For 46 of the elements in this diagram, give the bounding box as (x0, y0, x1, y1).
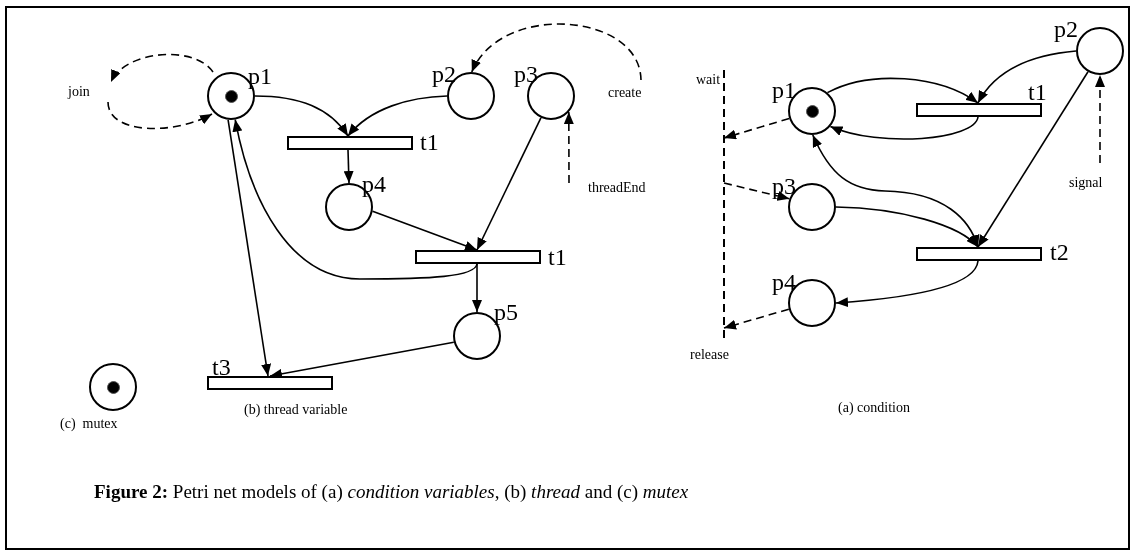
transition-label: t3 (212, 355, 231, 379)
event-label: threadEnd (588, 180, 646, 196)
panel-caption: (c) mutex (60, 416, 118, 432)
event-label: wait (696, 72, 721, 88)
event-label: create (608, 85, 642, 101)
arc-arrow (232, 118, 478, 280)
dashed-arrow (107, 101, 213, 130)
dashed-arrow (563, 111, 574, 184)
arc-arrow (371, 210, 478, 251)
arc-arrow (347, 95, 448, 137)
event-label: release (690, 347, 729, 363)
arc-arrow (835, 260, 979, 308)
dashed-arrow (471, 23, 642, 81)
arc-arrow (826, 77, 979, 104)
event-label: signal (1069, 175, 1103, 191)
arc-arrow (977, 50, 1077, 104)
place-label: p1 (772, 78, 796, 102)
figure-caption: Figure 2: Petri net models of (a) condition variables, (b) thread and (c) mutex (94, 481, 689, 503)
dashed-arrow (1095, 74, 1105, 164)
arc-arrow (227, 119, 272, 377)
place-label: p5 (494, 300, 518, 324)
place-label: p4 (772, 270, 796, 294)
arc-arrow (254, 95, 349, 137)
dashed-arrow (110, 53, 214, 83)
transition-label: t1 (548, 245, 567, 269)
transition-label: t2 (1050, 240, 1069, 264)
panel-caption: (b) thread variable (244, 402, 348, 418)
arc-arrow (472, 263, 482, 313)
dashed-arrow (723, 182, 791, 201)
place-label: p4 (362, 172, 386, 196)
place-label: p3 (772, 174, 796, 198)
dashed-arrow (723, 308, 790, 330)
arc-arrow (829, 116, 979, 140)
transition-label: t1 (420, 130, 439, 154)
panel-caption: (a) condition (838, 400, 910, 416)
place-label: p2 (1054, 17, 1078, 41)
arc-arrow (812, 134, 979, 248)
event-label: join (68, 84, 90, 100)
arc-arrow (269, 341, 455, 379)
transition-label: t1 (1028, 80, 1047, 104)
place-label: p2 (432, 62, 456, 86)
arc-arrow (476, 117, 542, 251)
arc-arrow (343, 149, 354, 184)
dashed-arrow (723, 117, 790, 140)
arc-arrow (835, 206, 979, 248)
arc-arrow (977, 71, 1089, 248)
